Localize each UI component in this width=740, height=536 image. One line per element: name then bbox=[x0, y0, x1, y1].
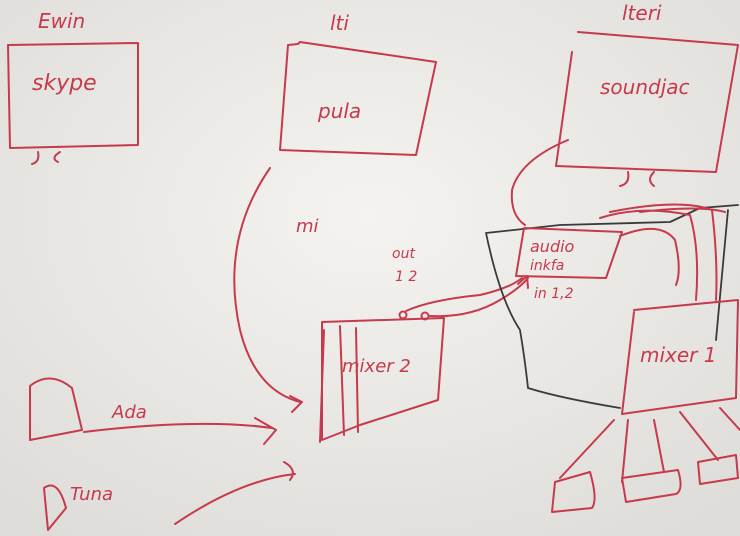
label-out-channels: 1 2 bbox=[395, 269, 417, 285]
cable-out-2 bbox=[429, 277, 529, 318]
output-jack-1 bbox=[398, 310, 408, 320]
person-name-1: Ewin bbox=[38, 9, 85, 33]
person-name-3: lteri bbox=[622, 1, 662, 25]
mixer-2: mixer 2 out 1 2 bbox=[319, 246, 445, 443]
cables-mixer1-outputs bbox=[559, 407, 740, 483]
monitor-soundjack: lteri soundjac bbox=[555, 1, 739, 187]
singer-ada: Ada bbox=[29, 377, 277, 445]
mixer-2-faders bbox=[319, 325, 359, 443]
speaker-1 bbox=[551, 471, 596, 513]
screen-label-soundjack: soundjac bbox=[600, 75, 690, 99]
mic-shape-2 bbox=[43, 484, 67, 531]
monitor-stand-3 bbox=[619, 171, 655, 187]
cable-singer-2 bbox=[174, 461, 296, 525]
label-mic: mi bbox=[296, 216, 319, 237]
monitor-pula: lti pula bbox=[279, 11, 437, 156]
label-mixer-1: mixer 1 bbox=[640, 343, 716, 367]
label-audio-interface-1: audio bbox=[530, 237, 575, 256]
screen-label-pula: pula bbox=[317, 99, 361, 123]
cable-singer-1 bbox=[83, 417, 277, 445]
monitor-screen-3 bbox=[555, 31, 739, 173]
speaker-2 bbox=[621, 469, 682, 503]
person-name-2: lti bbox=[330, 11, 349, 35]
monitor-screen-1 bbox=[7, 42, 139, 149]
label-audio-interface-2: inkfa bbox=[530, 258, 564, 274]
audio-interface: audio inkfa in 1,2 bbox=[515, 227, 623, 302]
cable-out-1 bbox=[405, 277, 523, 312]
screen-label-skype: skype bbox=[32, 71, 97, 96]
computer-outline-side bbox=[715, 209, 729, 341]
mixer-1: mixer 1 bbox=[621, 299, 739, 415]
arrowhead-mic bbox=[289, 395, 303, 413]
output-jack-2 bbox=[420, 311, 430, 321]
singer-tuna: Tuna bbox=[43, 461, 296, 531]
cable-mic bbox=[233, 167, 301, 403]
audio-interface-body bbox=[515, 227, 623, 279]
label-in-channels: in 1,2 bbox=[534, 286, 574, 302]
cables-interface-mixer1 bbox=[599, 203, 726, 301]
monitor-skype: Ewin skype bbox=[7, 9, 139, 165]
monitor-screen-2 bbox=[279, 41, 437, 156]
speaker-3 bbox=[697, 454, 739, 485]
mic-shape-1 bbox=[29, 377, 83, 441]
label-mixer-2: mixer 2 bbox=[342, 356, 411, 377]
label-out: out bbox=[392, 246, 415, 262]
monitor-stand-1 bbox=[31, 151, 61, 165]
label-singer-2: Tuna bbox=[70, 484, 113, 505]
label-singer-1: Ada bbox=[111, 402, 147, 423]
cable-soundjack bbox=[510, 139, 569, 226]
mixer-1-body bbox=[621, 299, 739, 415]
